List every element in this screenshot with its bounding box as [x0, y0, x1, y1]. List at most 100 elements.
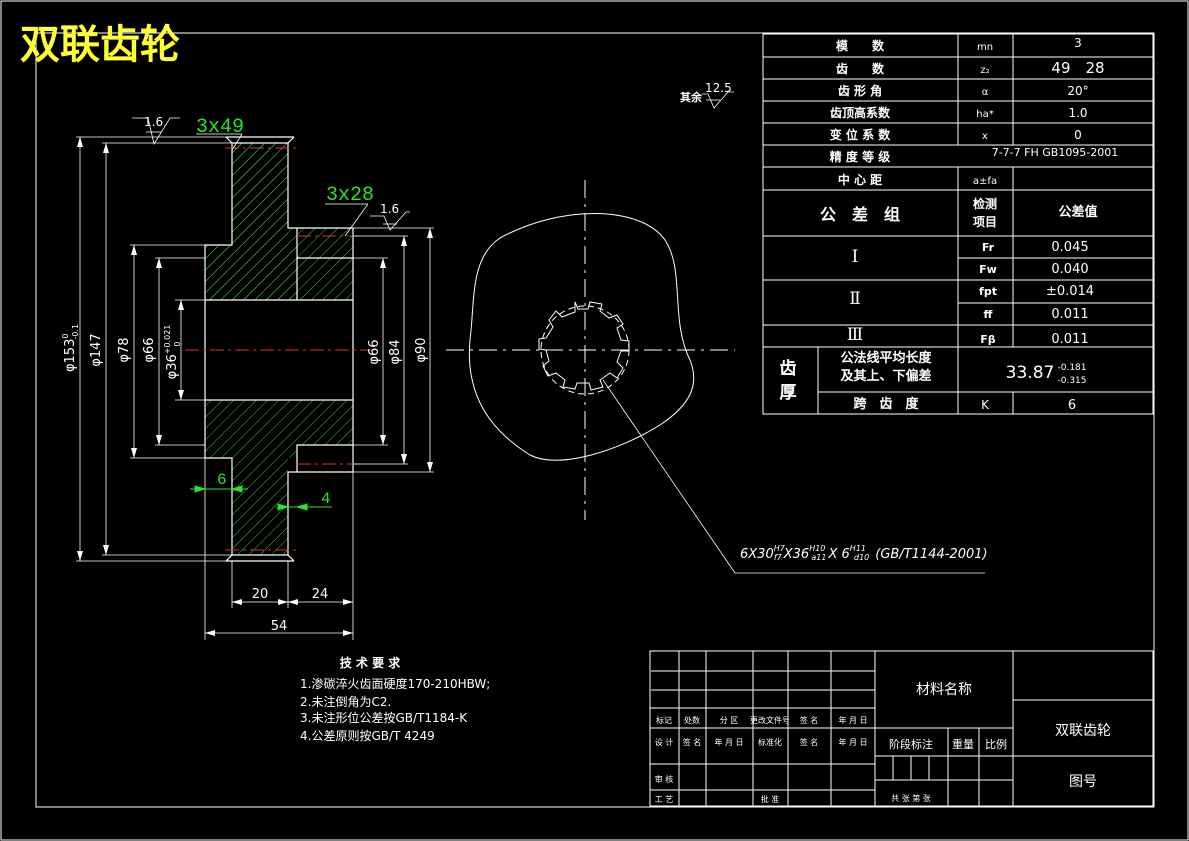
tolerance-group: Ⅰ — [852, 247, 859, 267]
tb-scale: 比例 — [985, 737, 1007, 751]
thickness-row1-value: 33.87 — [1006, 363, 1055, 383]
tb-cell: 分 区 — [720, 716, 739, 725]
dim-d78: φ78 — [117, 337, 132, 362]
param-value: 0 — [1074, 128, 1082, 142]
dim-d153: φ1530-0.1 — [61, 324, 80, 372]
svg-text:其余: 其余 — [680, 90, 703, 104]
title-block — [649, 650, 1154, 807]
tolerance-symbol: Fr — [982, 241, 995, 254]
inner-frame — [35, 32, 1155, 808]
tb-cell: 设 计 — [655, 737, 674, 747]
tb-approve: 批 准 — [761, 794, 780, 804]
tolerance-value: ±0.014 — [1046, 284, 1094, 299]
tech-line-1: 1.渗碳淬火齿面硬度170-210HBW; — [300, 676, 490, 691]
tb-part-name: 双联齿轮 — [1055, 723, 1111, 739]
param-symbol: mn — [977, 42, 993, 53]
thickness-row1-label: 及其上、下偏差 — [840, 368, 931, 384]
dim-d66-right: φ66 — [367, 339, 382, 364]
drawing-title: 双联齿轮 — [20, 22, 180, 68]
param-symbol: α — [982, 87, 989, 98]
tolerance-group: Ⅲ — [847, 325, 863, 345]
param-name: 齿顶高系数 — [830, 105, 891, 120]
tb-process: 工 艺 — [655, 795, 674, 804]
tolerance-value: 0.040 — [1051, 262, 1088, 277]
param-name: 精 度 等 级 — [830, 149, 891, 164]
tb-stage: 阶段标注 — [889, 737, 933, 751]
roughness-1: 1.6 — [144, 115, 163, 129]
tolerance-symbol: Fβ — [980, 333, 996, 346]
tb-weight: 重量 — [952, 737, 974, 751]
param-name: 模 数 — [836, 38, 885, 53]
thickness-row1-label: 公法线平均长度 — [840, 350, 932, 366]
tolerance-group: Ⅱ — [849, 289, 861, 309]
tb-cell: 年 月 日 — [838, 737, 867, 747]
thickness-label: 齿 — [780, 358, 797, 379]
thickness-label: 厚 — [780, 383, 797, 403]
dim-w54: 54 — [271, 619, 288, 634]
roughness-2: 1.6 — [380, 202, 399, 216]
tb-cell: 年 月 日 — [714, 737, 743, 747]
param-value: 20° — [1067, 84, 1088, 98]
param-symbol: a±fa — [973, 176, 997, 187]
tb-cell: 年 月 日 — [838, 715, 867, 725]
param-table-text: 模 数 mn 3 齿 数 z₂ 49 28 齿 形 角 α 20° 齿顶高系数 ha* 1.0 变 位 … — [780, 36, 1119, 413]
tech-requirements: 技 术 要 求 1.渗碳淬火齿面硬度170-210HBW; 2.未注倒角为C2.… — [300, 655, 490, 743]
section-view: φ1530-0.1 φ147 φ78 φ66 φ36+0.0210 φ66 φ8… — [61, 115, 434, 640]
dim-d36: φ36+0.0210 — [163, 325, 182, 380]
tb-sheets: 共 张 第 张 — [891, 793, 931, 803]
tb-cell: 标准化 — [758, 737, 782, 747]
param-name: 齿 形 角 — [838, 83, 882, 98]
tb-cell: 标记 — [656, 715, 672, 725]
tb-cell: 签 名 — [683, 737, 702, 747]
thickness-row2-value: 6 — [1068, 398, 1076, 413]
teeth-label-1: 3x49 — [196, 116, 244, 139]
title-block-text: 标记处数分 区更改文件号签 名年 月 日设 计签 名年 月 日标准化签 名年 月… — [655, 682, 1111, 804]
tech-line-3: 3.未注形位公差按GB/T1184-K — [300, 710, 468, 725]
param-symbol: z₂ — [980, 65, 989, 76]
dim-w24: 24 — [312, 587, 329, 602]
dim-w20: 20 — [252, 587, 269, 602]
thickness-row2-symbol: K — [981, 398, 990, 412]
tech-line-4: 4.公差原则按GB/T 4249 — [300, 729, 435, 743]
tb-drawing-no: 图号 — [1069, 774, 1097, 790]
tolerance-item-label: 项目 — [973, 215, 997, 229]
tb-cell: 签 名 — [800, 715, 819, 725]
param-symbol: ha* — [976, 109, 993, 120]
tb-cell: 处数 — [684, 715, 700, 725]
param-name: 齿 数 — [836, 61, 885, 76]
tolerance-group-label: 公 差 组 — [820, 205, 900, 224]
param-symbol: x — [982, 131, 988, 142]
dim-d84: φ84 — [388, 339, 403, 364]
thickness-row1-up: -0.181 — [1057, 363, 1086, 373]
dim-d90: φ90 — [414, 337, 429, 362]
tb-material: 材料名称 — [916, 682, 972, 698]
tolerance-item-label: 检测 — [973, 196, 997, 211]
tb-cell: 更改文件号 — [750, 715, 790, 725]
dim-d66-left: φ66 — [142, 337, 157, 362]
tolerance-value-label: 公差值 — [1058, 204, 1097, 220]
param-value: 1.0 — [1068, 106, 1087, 120]
tech-line-2: 2.未注倒角为C2. — [300, 694, 391, 709]
tolerance-value: 0.045 — [1051, 240, 1088, 255]
tech-title: 技 术 要 求 — [340, 655, 402, 670]
param-value: 49 28 — [1051, 59, 1104, 77]
param-value: 7-7-7 FH GB1095-2001 — [992, 146, 1119, 159]
param-name: 变 位 系 数 — [830, 127, 892, 142]
dim-w4: 4 — [321, 490, 331, 508]
dim-d147: φ147 — [89, 333, 104, 366]
param-table — [762, 33, 1154, 415]
tolerance-value: 0.011 — [1051, 332, 1088, 347]
param-value: 3 — [1074, 36, 1082, 50]
tolerance-symbol: fpt — [979, 285, 997, 298]
tb-cell: 签 名 — [800, 737, 819, 747]
teeth-label-2: 3x28 — [326, 184, 374, 207]
param-name: 中 心 距 — [838, 172, 882, 187]
thickness-row1-down: -0.315 — [1057, 376, 1086, 386]
other-roughness: 其余 12.5 — [680, 81, 734, 109]
svg-text:12.5: 12.5 — [705, 81, 732, 95]
